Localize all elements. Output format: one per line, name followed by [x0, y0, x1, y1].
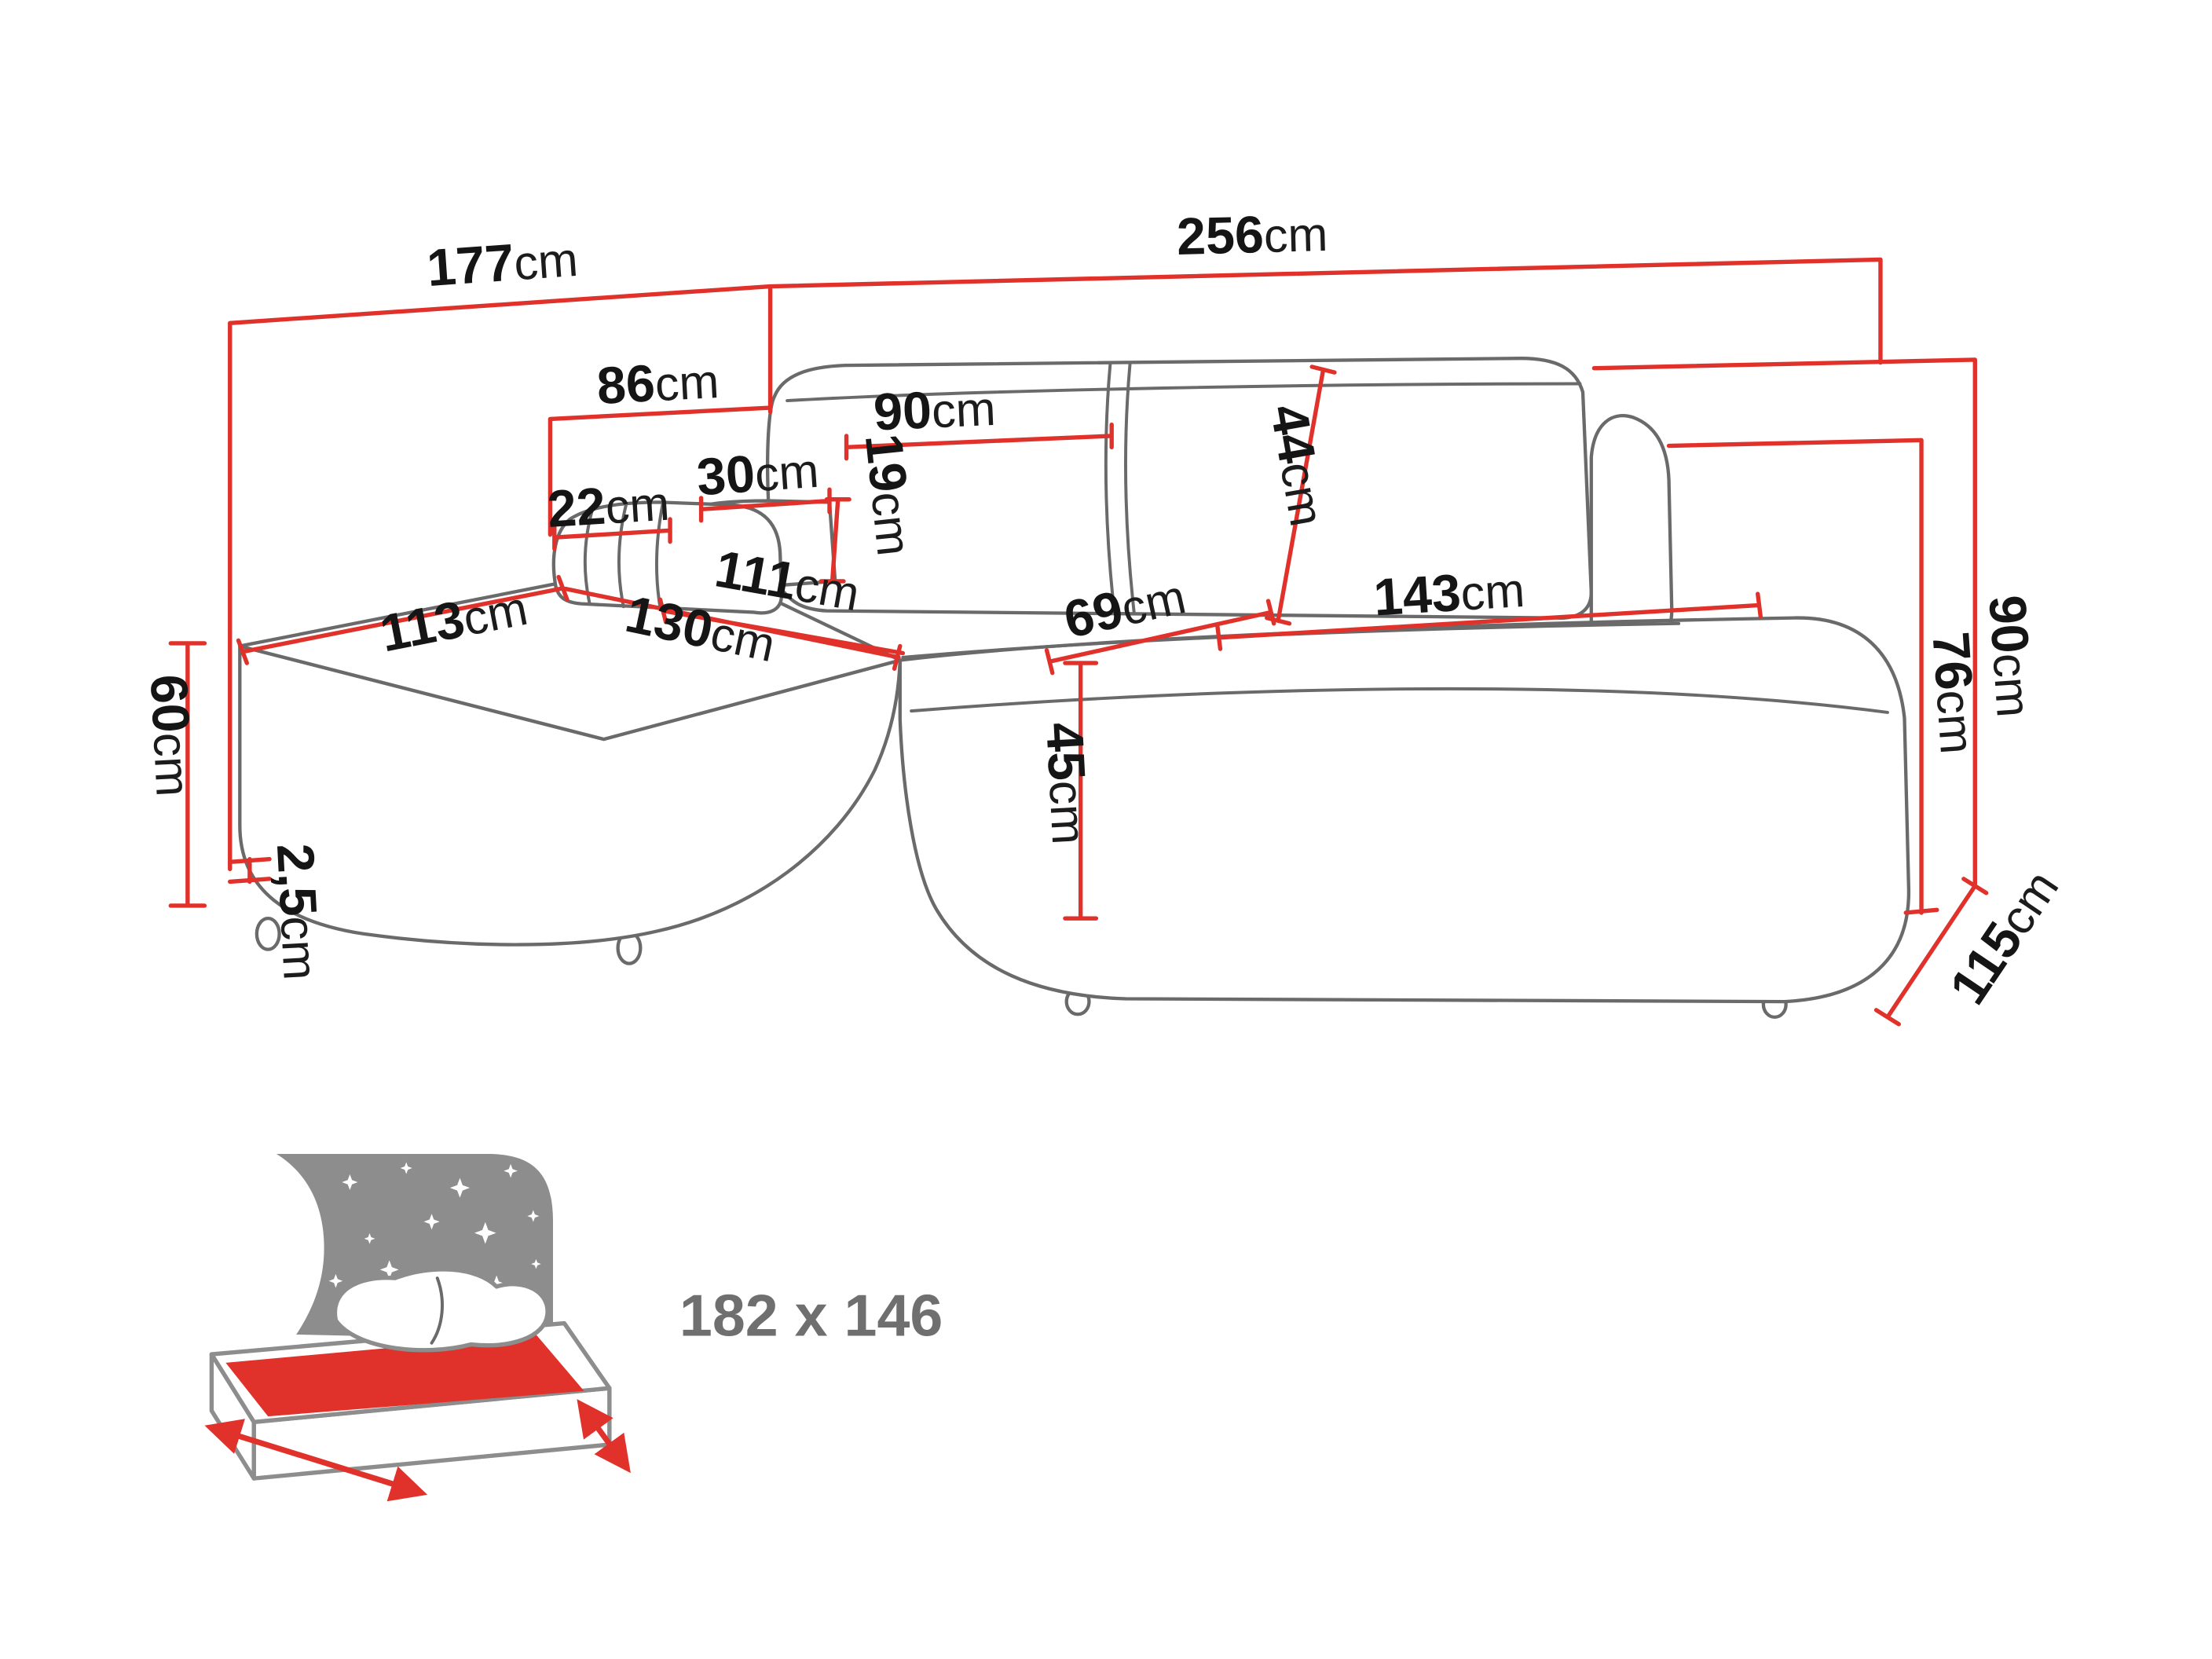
- sleeping-area-size-label: 182 x 146: [679, 1283, 943, 1349]
- dim-label-256: 256cm: [1176, 204, 1328, 266]
- dim-label-113: 113cm: [375, 578, 532, 664]
- sofa-chaise-armrest: [551, 500, 784, 615]
- sofa-leg: [255, 916, 281, 951]
- bed-sheet: [225, 1334, 584, 1417]
- dim-label-45: 45cm: [1035, 721, 1099, 846]
- dim-label-22: 22cm: [546, 474, 672, 539]
- dim-line-armrest-86-22-30-19: [548, 405, 851, 584]
- dim-label-86: 86cm: [595, 351, 720, 416]
- dim-label-60: 60cm: [139, 673, 203, 798]
- fold-out-arrow-length: [204, 1419, 428, 1502]
- bed-pillow-seam: [430, 1276, 444, 1345]
- dim-label-90-back: 90cm: [873, 379, 997, 442]
- dim-label-76: 76cm: [1921, 630, 1987, 756]
- dim-line-right-90-76-115: [1591, 357, 1989, 1027]
- dim-line-seat-113-130-111-69-143: [236, 574, 1763, 676]
- dim-label-130: 130cm: [621, 585, 780, 673]
- dim-label-44: 44cm: [1258, 401, 1337, 531]
- dim-label-115: 115cm: [1939, 859, 2070, 1015]
- dim-label-69: 69cm: [1059, 566, 1191, 650]
- dim-label-90-right: 90cm: [1977, 593, 2044, 719]
- dim-label-111: 111cm: [711, 540, 864, 622]
- dim-line-heights-45-60-25: [168, 641, 1099, 921]
- sleeping-area-icon: 182 x 146: [204, 1154, 943, 1502]
- dim-line-top-177-256: [228, 257, 1883, 871]
- dim-label-177: 177cm: [425, 229, 580, 298]
- sofa-outline: [238, 357, 1911, 1020]
- dim-label-2-5: 2,5cm: [266, 842, 331, 981]
- fold-out-arrow-width: [577, 1399, 631, 1474]
- dim-line-back-90-44: [844, 364, 1337, 626]
- sofa-backrest-seam: [786, 362, 1582, 616]
- dim-label-30: 30cm: [695, 441, 821, 507]
- dimension-lines: [168, 257, 1989, 1027]
- dim-label-19: 19cm: [854, 431, 925, 558]
- dim-label-143: 143cm: [1372, 560, 1526, 628]
- sofa-chaise-front: [238, 644, 902, 947]
